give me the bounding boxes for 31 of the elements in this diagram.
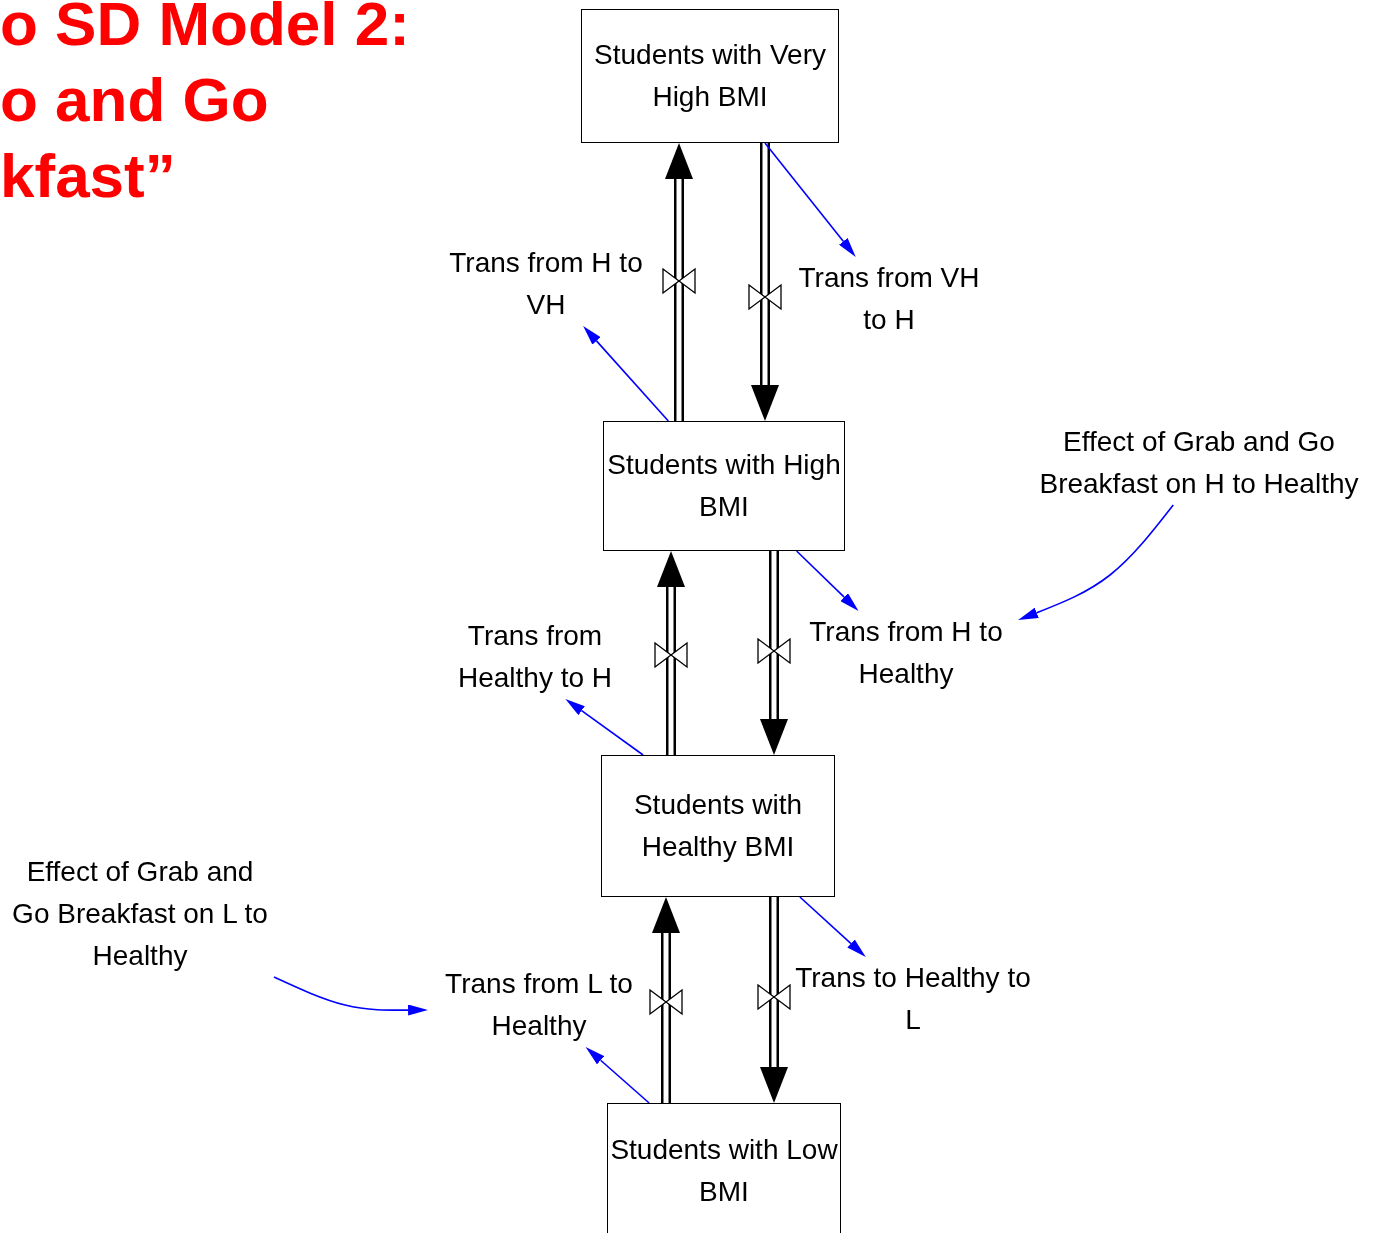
stock-box	[601, 755, 835, 897]
arrow	[795, 550, 859, 611]
arrow	[585, 1047, 650, 1104]
variable-label: Effect of Grab and Go Breakfast on H to Healthy	[1038, 425, 1360, 501]
arrow	[1018, 504, 1175, 621]
arrow	[273, 976, 429, 1016]
stock-box	[581, 9, 839, 143]
stock-label: Students with Very High BMI	[593, 38, 827, 114]
flow-pipe	[657, 551, 685, 755]
arrow	[799, 896, 866, 957]
variable-label: Trans from L to Healthy	[444, 967, 634, 1043]
arrow	[764, 142, 856, 257]
flow-pipe	[665, 143, 693, 421]
diagram-title: o SD Model 2: o and Go kfast”	[0, 0, 411, 212]
variable-label: Effect of Grab and Go Breakfast on L to Healthy	[11, 855, 269, 973]
variable-label: Trans from Healthy to H	[456, 619, 614, 695]
flow-pipe	[652, 897, 680, 1103]
stock-box	[607, 1103, 841, 1233]
stock-box	[603, 421, 845, 551]
stock-label: Students with Low BMI	[609, 1132, 839, 1209]
flow-pipe	[760, 897, 788, 1103]
variable-label: Trans from H to Healthy	[808, 615, 1004, 691]
flow-pipe	[751, 143, 779, 421]
flow-pipe	[760, 551, 788, 755]
arrow	[565, 699, 644, 756]
variable-label: Trans from VH to H	[797, 261, 981, 337]
stock-label: Students with High BMI	[606, 448, 842, 524]
variable-label: Trans to Healthy to L	[795, 961, 1031, 1037]
stock-label: Students with Healthy BMI	[632, 788, 804, 864]
variable-label: Trans from H to VH	[448, 246, 644, 322]
arrow	[583, 326, 670, 422]
